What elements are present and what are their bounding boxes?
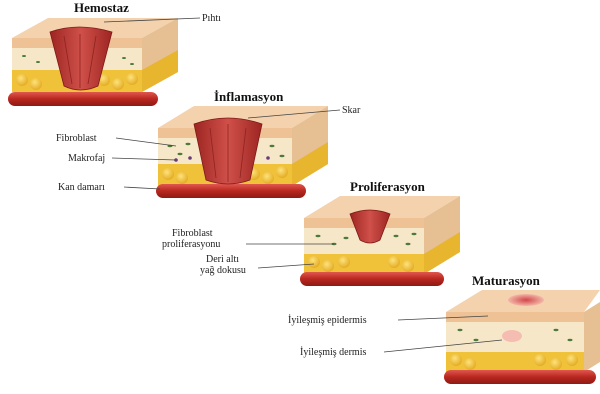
label-makrofaj: Makrofaj xyxy=(68,153,105,164)
healed-dermis-spot xyxy=(502,330,522,342)
leader-kan-damari xyxy=(124,187,160,189)
label-pihti: Pıhtı xyxy=(202,13,221,24)
label-fibroblast: Fibroblast xyxy=(56,133,97,144)
label-kan-damari: Kan damarı xyxy=(58,182,105,193)
blood-vessel xyxy=(156,184,306,198)
label-deri-alti: Deri altı xyxy=(206,254,239,265)
healed-scar xyxy=(508,294,544,306)
stage-title-proliferasyon: Proliferasyon xyxy=(350,179,426,194)
label-skar: Skar xyxy=(342,105,361,116)
blood-vessel xyxy=(8,92,158,106)
blood-vessel xyxy=(300,272,444,286)
stage-title-hemostaz: Hemostaz xyxy=(74,0,129,15)
label-yag-dokusu: yağ dokusu xyxy=(200,265,246,276)
blood-vessel xyxy=(444,370,596,384)
stage-title-inflamasyon: İnflamasyon xyxy=(214,89,284,104)
label-iyilesmis-dermis: İyileşmiş dermis xyxy=(300,346,366,358)
label-fibroblast-prolif-1: Fibroblast xyxy=(172,228,213,239)
stage-maturasyon: Maturasyon İyileşmiş epidermis İyileşmiş… xyxy=(288,273,600,384)
stage-hemostaz: Hemostaz Pıhtı xyxy=(8,0,221,106)
label-iyilesmis-epidermis: İyileşmiş epidermis xyxy=(288,314,367,326)
label-fibroblast-prolif-2: proliferasyonu xyxy=(162,239,220,250)
block-side-face xyxy=(584,302,600,372)
stage-title-maturasyon: Maturasyon xyxy=(472,273,541,288)
